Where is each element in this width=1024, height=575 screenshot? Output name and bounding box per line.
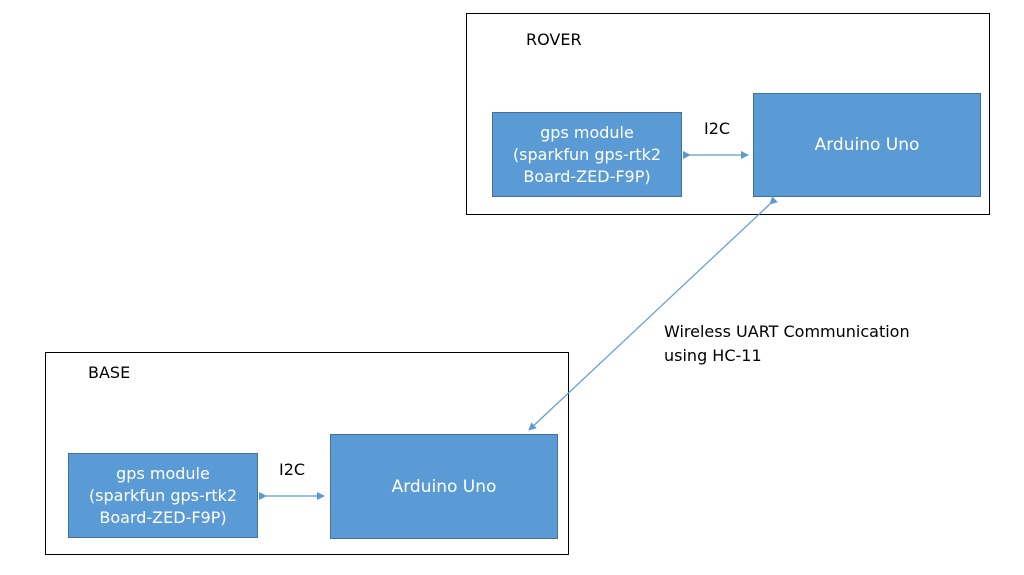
base-arduino-block: Arduino Uno — [330, 434, 558, 539]
rover-gps-line3: Board-ZED-F9P) — [523, 166, 651, 186]
base-i2c-label: I2C — [279, 460, 306, 479]
rover-gps-line1: gps module — [540, 122, 634, 142]
rover-gps-line2: (sparkfun gps-rtk2 — [512, 144, 662, 164]
rover-title: ROVER — [526, 30, 582, 49]
rover-arduino-block: Arduino Uno — [753, 93, 981, 197]
base-title: BASE — [88, 363, 131, 382]
wireless-uart-arrow — [528, 196, 778, 431]
base-gps-line1: gps module — [116, 463, 210, 483]
rover-gps-module-block: gps module (sparkfun gps-rtk2 Board-ZED-… — [492, 112, 682, 197]
base-arduino-label: Arduino Uno — [391, 476, 497, 497]
rover-i2c-label: I2C — [704, 119, 731, 138]
base-gps-module-block: gps module (sparkfun gps-rtk2 Board-ZED-… — [68, 453, 258, 538]
rover-arduino-label: Arduino Uno — [814, 135, 920, 155]
base-gps-line3: Board-ZED-F9P) — [99, 507, 227, 527]
base-gps-line2: (sparkfun gps-rtk2 — [88, 485, 238, 505]
base-frame — [45, 352, 569, 555]
